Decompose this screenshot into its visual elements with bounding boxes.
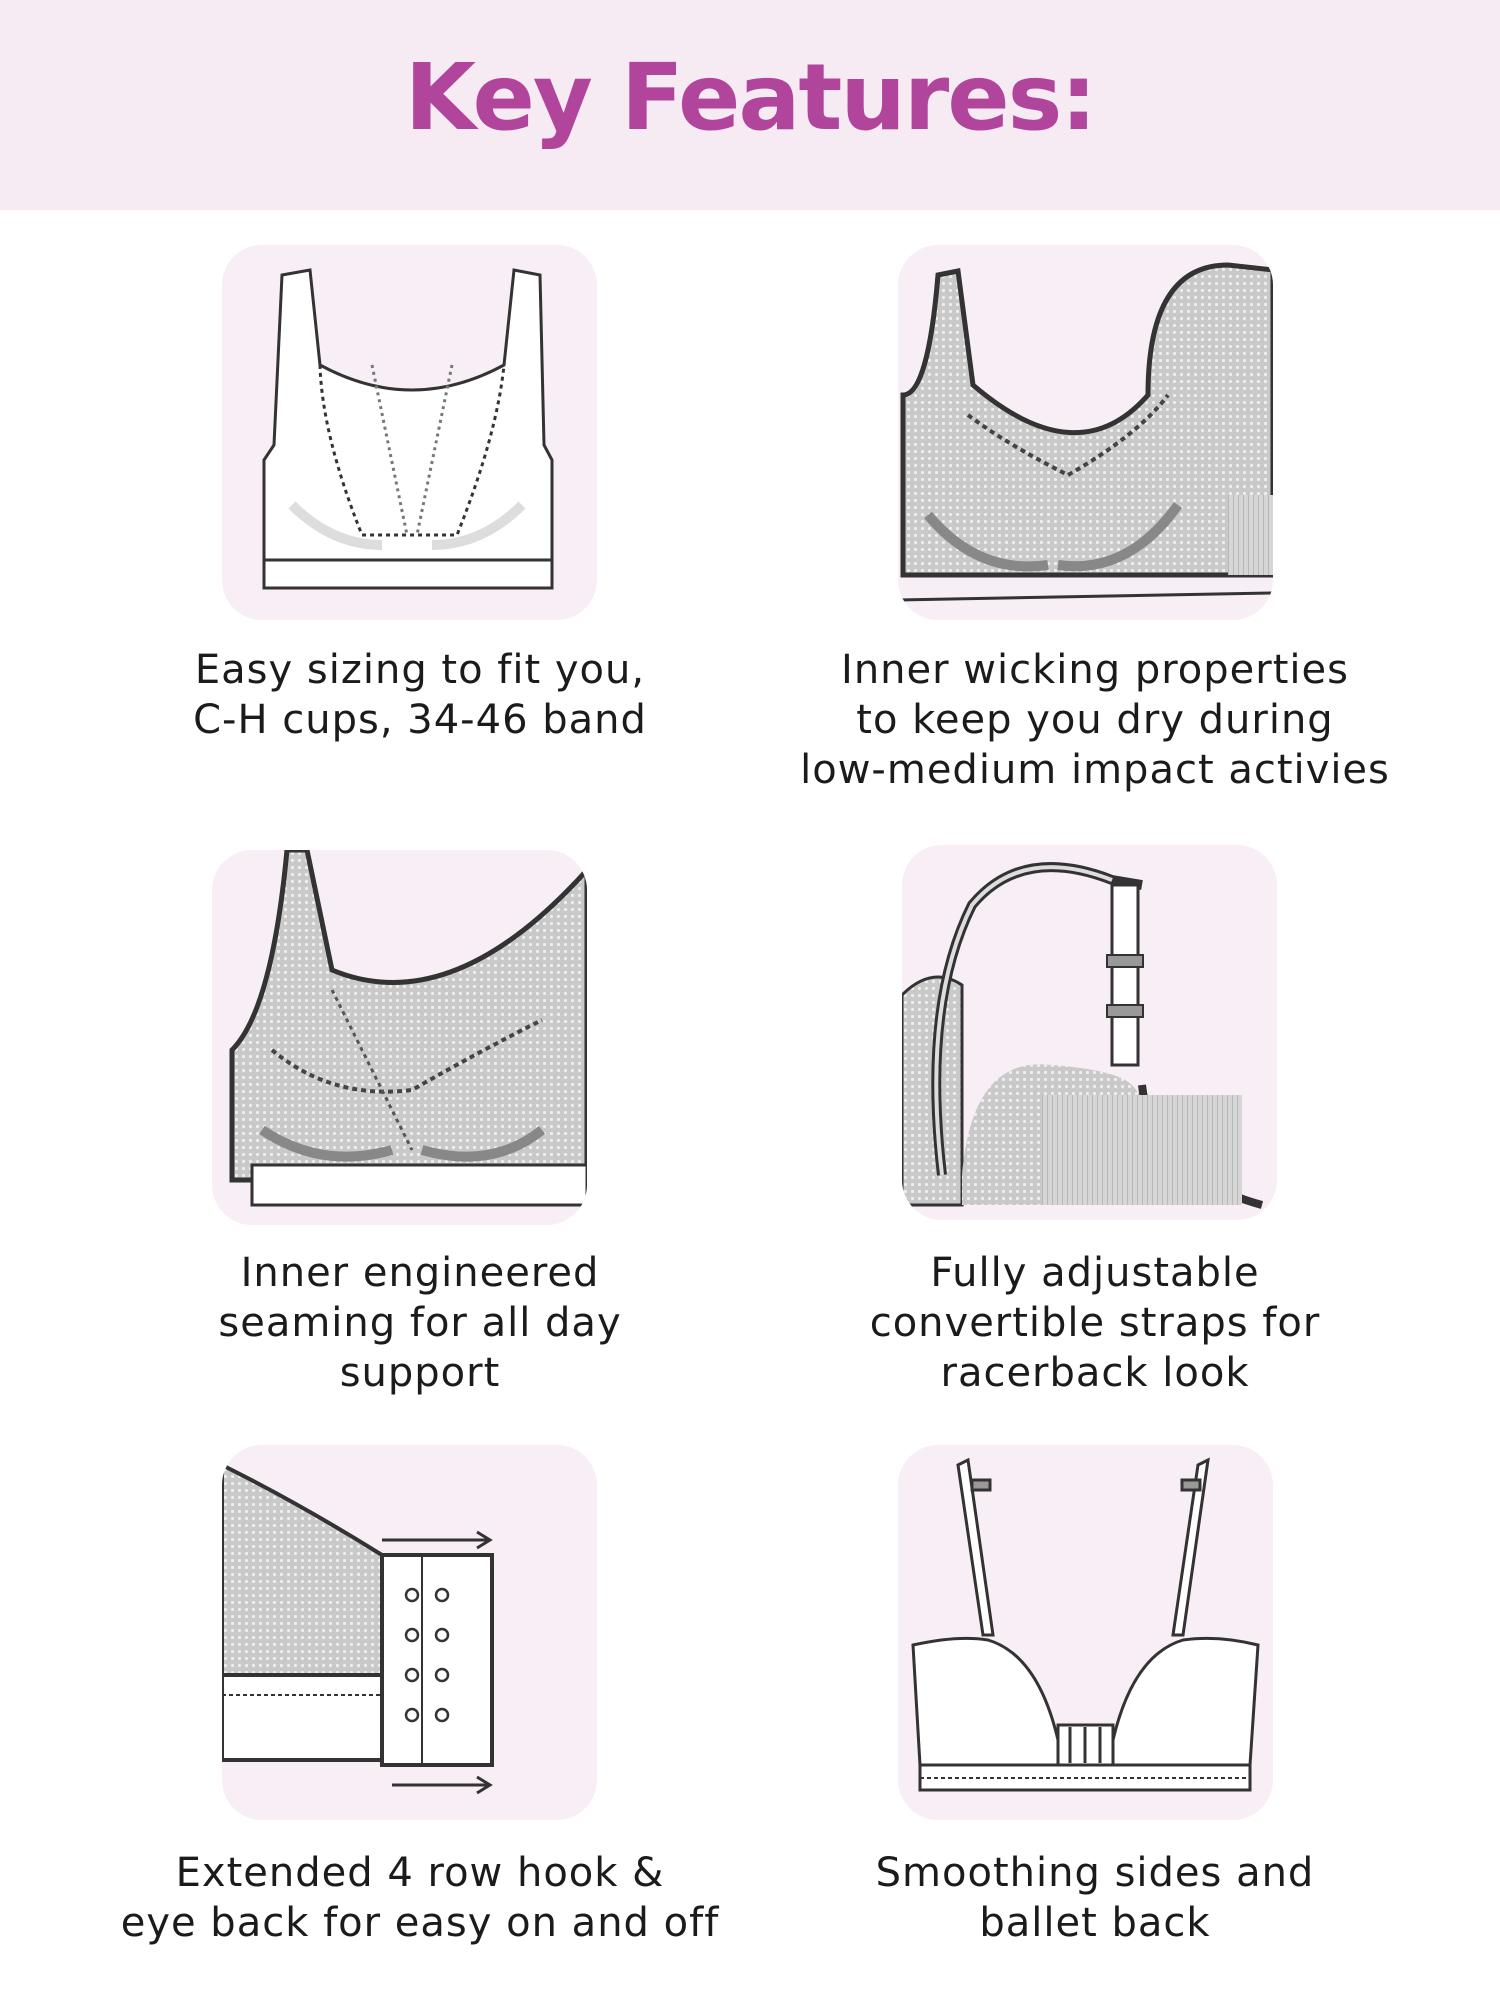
feature-image-bra-wicking [898, 245, 1273, 620]
page-title: Key Features: [404, 44, 1097, 151]
feature-caption: Fully adjustable convertible straps for … [869, 1250, 1321, 1396]
bra-front-icon [262, 268, 554, 590]
feature-caption: Inner engineered seaming for all day sup… [218, 1250, 622, 1396]
feature-caption: Smoothing sides and ballet back [875, 1850, 1315, 1946]
bra-seaming-icon [229, 850, 587, 1207]
feature-caption: Inner wicking properties to keep you dry… [800, 647, 1390, 793]
feature-image-bra-seaming [212, 850, 587, 1225]
header-banner: Key Features: [0, 0, 1500, 210]
feature-caption: Easy sizing to fit you, C-H cups, 34-46 … [193, 647, 647, 743]
bra-wicking-icon [898, 262, 1273, 602]
feature-image-ballet-back [898, 1445, 1273, 1820]
adjustable-strap-icon [902, 862, 1264, 1209]
feature-image-adjustable-strap [902, 845, 1277, 1220]
feature-image-hook-and-eye [222, 1445, 597, 1820]
feature-image-bra-front [222, 245, 597, 620]
feature-caption: Extended 4 row hook & eye back for easy … [120, 1850, 720, 1946]
hook-and-eye-icon [222, 1462, 494, 1795]
ballet-back-icon [911, 1457, 1260, 1792]
